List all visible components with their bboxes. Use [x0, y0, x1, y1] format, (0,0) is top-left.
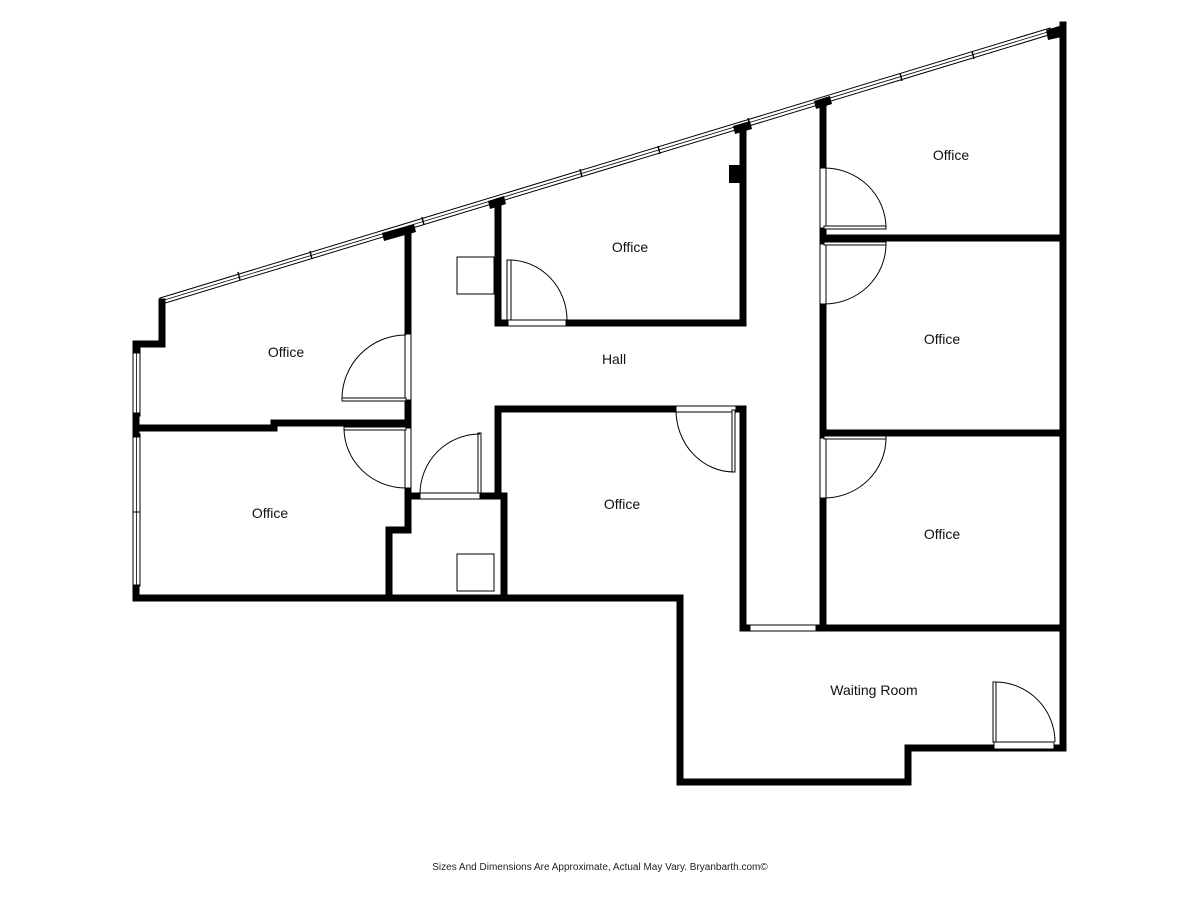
- disclaimer-text: Sizes And Dimensions Are Approximate, Ac…: [432, 862, 768, 873]
- hall-fixture: [456, 256, 495, 295]
- door-office-top-right: [819, 167, 887, 230]
- door-office-center-lower: [675, 405, 737, 473]
- room-label-office-right-middle: Office: [924, 331, 961, 347]
- door-office-left-upper: [341, 333, 412, 402]
- window-mullions: [237, 50, 975, 281]
- door-office-top-center: [506, 259, 568, 327]
- door-office-left-lower: [343, 426, 412, 489]
- door-office-right-middle: [819, 241, 887, 305]
- room-label-waiting-room: Waiting Room: [830, 682, 917, 698]
- closet-fixture: [456, 553, 495, 592]
- room-label-office-top-right: Office: [933, 147, 970, 163]
- room-labels: Office Office Office Office Hall Office …: [252, 147, 970, 698]
- door-office-right-lower: [819, 435, 887, 499]
- door-entrance: [992, 681, 1056, 750]
- room-label-office-left-lower: Office: [252, 505, 289, 521]
- left-windows: [132, 347, 141, 587]
- corridor-opening: [749, 624, 817, 632]
- room-label-office-left-upper: Office: [268, 344, 305, 360]
- room-label-office-center-lower: Office: [604, 496, 641, 512]
- doors: [341, 167, 1056, 750]
- door-closet: [419, 432, 482, 500]
- room-label-hall: Hall: [602, 351, 626, 367]
- fixtures: [456, 256, 495, 592]
- walls: [132, 21, 1067, 786]
- top-window-strip: [159, 27, 1053, 305]
- room-label-office-right-lower: Office: [924, 526, 961, 542]
- room-label-office-top-center: Office: [612, 239, 649, 255]
